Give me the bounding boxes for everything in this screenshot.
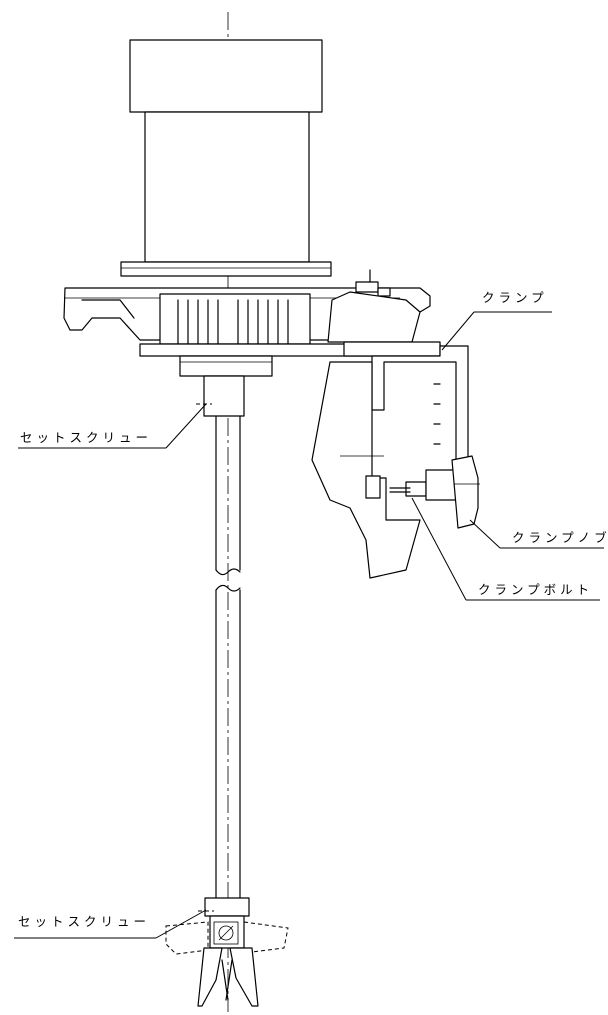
label-clamp-bolt: クランプボルト [478, 582, 593, 597]
label-set-screw-lower: セットスクリュー [18, 914, 150, 929]
coupling-housing [179, 355, 273, 377]
clamp-frame [371, 345, 469, 471]
motor [120, 39, 332, 277]
leader-lines [14, 311, 604, 939]
jaw-pad [365, 475, 381, 499]
shaft-lower [215, 589, 241, 899]
shaft-upper [215, 415, 241, 571]
bracket-nut [355, 281, 379, 293]
label-set-screw-upper: セットスクリュー [20, 430, 152, 445]
label-clamp-knob: クランプノブ [512, 530, 608, 545]
motor-flange [120, 261, 332, 277]
cooling-fins [159, 293, 311, 345]
lower-set-collar [204, 897, 250, 917]
clamp-bar [343, 341, 441, 357]
clamp-knob [451, 455, 479, 529]
mixing-shaft [165, 375, 289, 1007]
motor-body [144, 111, 310, 263]
clamp-jaw [311, 361, 421, 579]
clamp-assembly [311, 269, 480, 579]
clamp-bracket [327, 291, 421, 343]
base-left-handle [81, 299, 135, 319]
motor-top-cap [129, 39, 323, 113]
label-clamp: クランプ [482, 290, 548, 305]
impeller-blade [197, 947, 223, 1007]
shaft-coupling [203, 375, 245, 417]
impeller-blade-dashed [165, 921, 209, 955]
clamp-bolt [405, 481, 427, 497]
